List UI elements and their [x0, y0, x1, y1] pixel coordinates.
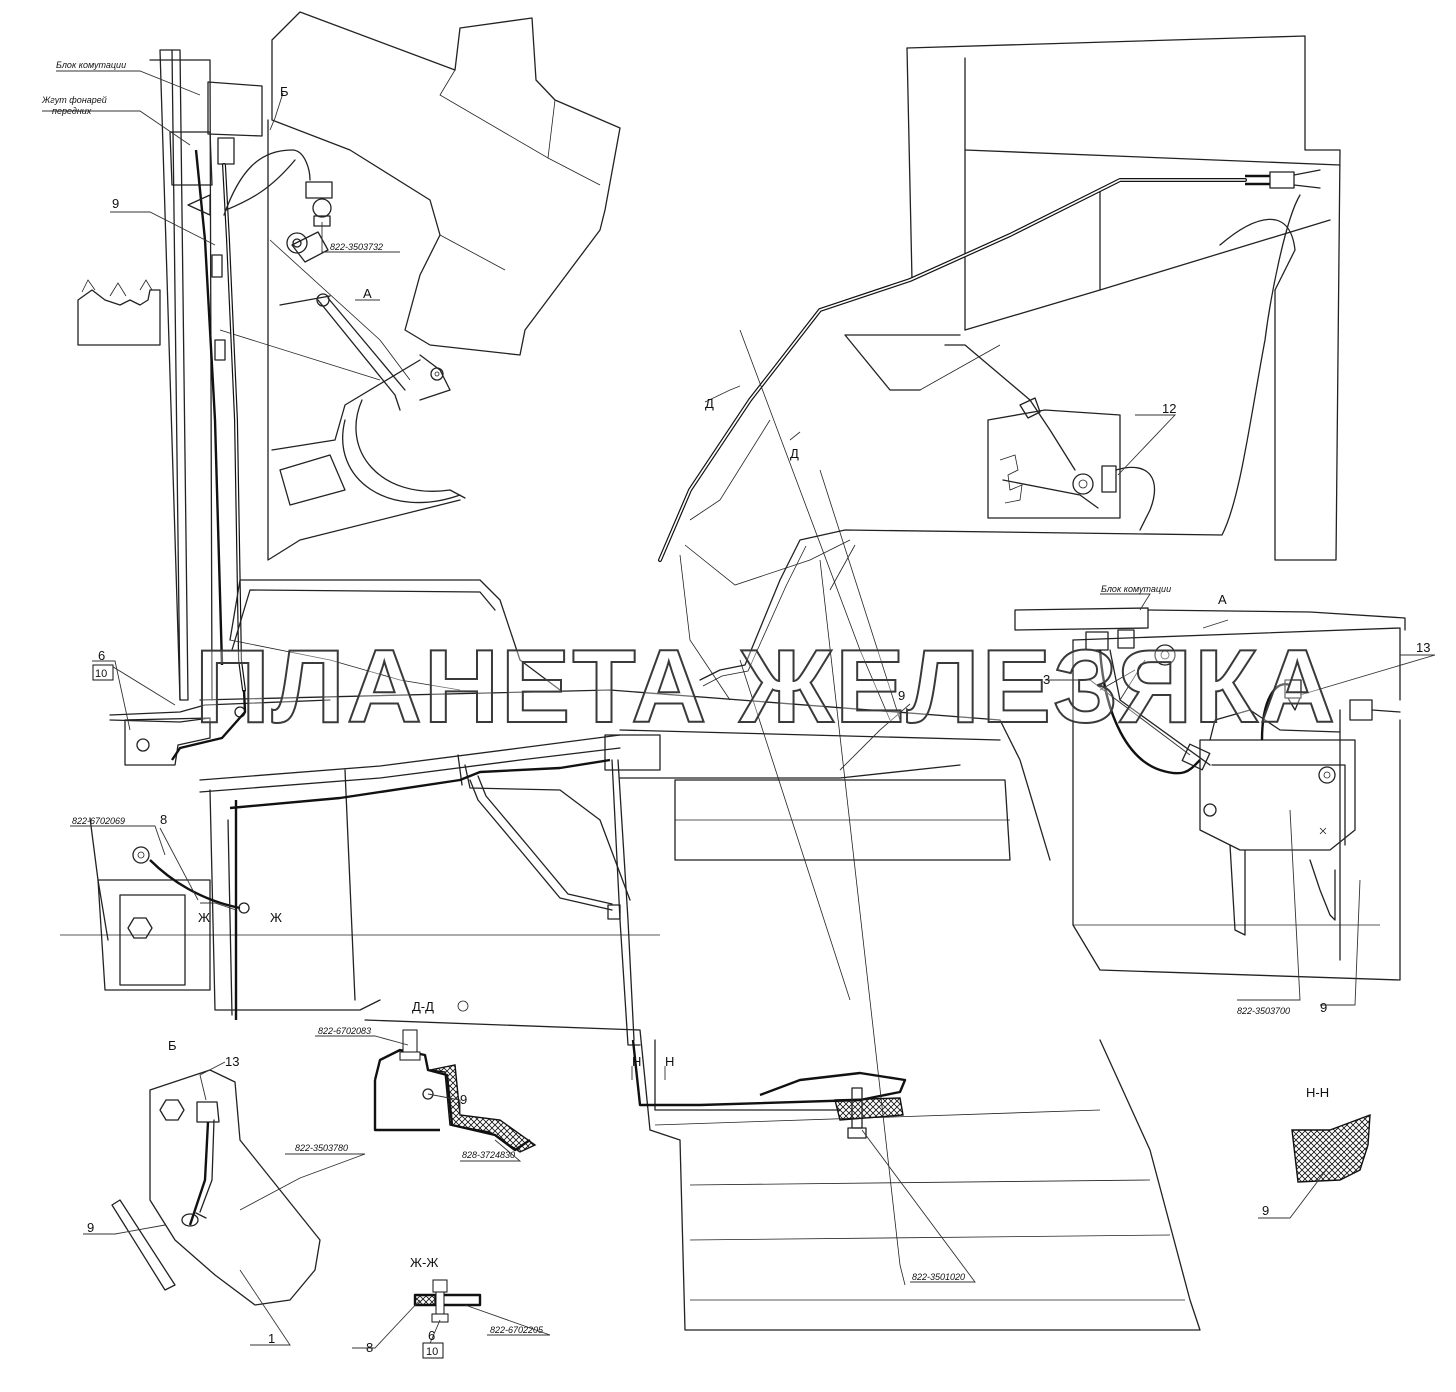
- label-section-zh-right: Ж: [270, 910, 282, 925]
- cab-frame-assembly: [658, 35, 1341, 721]
- watermark-text: ПЛАНЕТА ЖЕЛЕЗЯКА: [195, 629, 1337, 745]
- label-pos9-nn: 9: [1262, 1203, 1269, 1218]
- label-pos10-left: 10: [95, 668, 107, 680]
- section-marker-icon: [457, 1000, 469, 1012]
- label-pos8-zz: 8: [366, 1340, 373, 1355]
- text-labels: Блок комутации Жгут фонарей передних Б 9…: [41, 60, 1430, 1358]
- section-n-n: [1291, 1113, 1371, 1183]
- label-pos3: 3: [1043, 672, 1050, 687]
- label-view-a-top: А: [363, 286, 372, 301]
- left-pillar-assembly: [77, 11, 621, 766]
- label-pos1: 1: [268, 1331, 275, 1346]
- label-pos13-b: 13: [225, 1054, 239, 1069]
- floor-sill-assembly: [60, 559, 1201, 1331]
- label-part-3503700: 822-3503700: [1237, 1006, 1290, 1016]
- label-pos9-left: 9: [112, 196, 119, 211]
- label-pos9-b: 9: [87, 1220, 94, 1235]
- label-pos6-zz: 6: [428, 1328, 435, 1343]
- label-part-6702069: 822-6702069: [72, 816, 125, 826]
- label-view-a-right: А: [1218, 592, 1227, 607]
- label-section-n-right: Н: [665, 1054, 674, 1069]
- label-pos10-zz: 10: [426, 1346, 438, 1358]
- label-pos9-right: 9: [1320, 1000, 1327, 1015]
- label-blok-komutacii-right: Блок комутации: [1101, 584, 1171, 594]
- label-pos6-left: 6: [98, 648, 105, 663]
- view-a-switch-block: [1014, 607, 1406, 981]
- label-pos9-mid: 9: [898, 688, 905, 703]
- label-section-d-right: Д: [790, 446, 799, 461]
- label-part-3501020: 822-3501020: [912, 1272, 965, 1282]
- label-section-dd: Д-Д: [412, 999, 434, 1014]
- label-pos12: 12: [1162, 401, 1176, 416]
- label-zhgut-line1: Жгут фонарей: [41, 95, 107, 105]
- label-part-3724830: 828-3724830: [462, 1150, 515, 1160]
- label-part-3503732: 822-3503732: [330, 242, 383, 252]
- label-pos9-dd: 9: [460, 1092, 467, 1107]
- section-zh-zh: [413, 1279, 482, 1323]
- label-section-zhzh: Ж-Ж: [410, 1255, 438, 1270]
- label-part-6702083: 822-6702083: [318, 1026, 371, 1036]
- label-pos13-right: 13: [1416, 640, 1430, 655]
- label-section-d-left: Д: [705, 396, 714, 411]
- boxed-numbers: [92, 664, 444, 1359]
- label-zhgut-line2: передних: [52, 106, 92, 116]
- label-blok-komutacii-top: Блок комутации: [56, 60, 126, 70]
- label-part-6702205: 822-6702205: [490, 1325, 544, 1335]
- label-section-nn: Н-Н: [1306, 1085, 1329, 1100]
- label-pos8-left: 8: [160, 812, 167, 827]
- label-view-b: Б: [168, 1038, 177, 1053]
- leader-lines: [42, 70, 1436, 1356]
- label-section-zh-left: Ж: [198, 910, 210, 925]
- section-d-d: [373, 1029, 537, 1153]
- label-part-3503780: 822-3503780: [295, 1143, 348, 1153]
- label-section-n-left: Н: [632, 1054, 641, 1069]
- label-section-b-top: Б: [280, 84, 289, 99]
- view-b-detail: [111, 1069, 321, 1306]
